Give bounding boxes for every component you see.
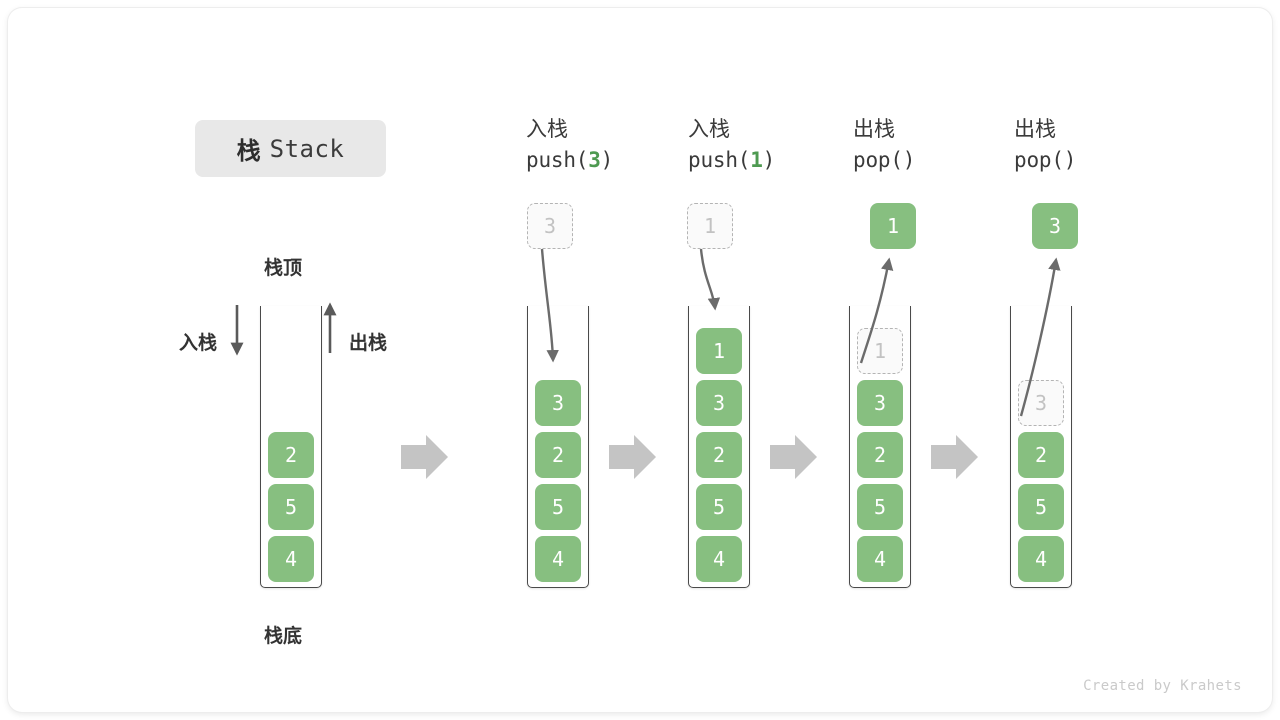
- stack-cell: 2: [696, 432, 742, 478]
- stack-cell: 4: [1018, 536, 1064, 582]
- stack-cell: 4: [535, 536, 581, 582]
- op-header-cn: 入栈: [526, 118, 568, 141]
- stack-cell: 2: [268, 432, 314, 478]
- stack-cell: 5: [268, 484, 314, 530]
- pop-side-label: 出栈: [349, 333, 388, 354]
- stack-cell: 5: [1018, 484, 1064, 530]
- push-side-label: 入栈: [179, 333, 218, 354]
- op-header-pop-1: 出栈 pop(): [853, 115, 915, 176]
- stack-container-initial: [260, 306, 322, 588]
- stack-cell: 2: [535, 432, 581, 478]
- op-header-code: push(1): [688, 145, 775, 175]
- op-code-post: ): [1063, 148, 1077, 173]
- flow-arrow: [401, 435, 448, 479]
- floating-ghost-cell: 1: [687, 203, 733, 249]
- stack-cell: 3: [696, 380, 742, 426]
- footer-credit: Created by Krahets: [1083, 678, 1242, 694]
- op-header-push-3: 入栈 push(3): [526, 115, 613, 176]
- flow-arrow: [770, 435, 817, 479]
- stack-ghost-cell: 1: [857, 328, 903, 374]
- stack-cell: 1: [696, 328, 742, 374]
- op-code-post: ): [762, 148, 776, 173]
- op-code-pre: pop(: [853, 148, 903, 173]
- stack-container-pop-1: [849, 306, 911, 588]
- op-header-push-1: 入栈 push(1): [688, 115, 775, 176]
- stack-cell: 5: [696, 484, 742, 530]
- popped-cell: 3: [1032, 203, 1078, 249]
- stack-cell: 4: [857, 536, 903, 582]
- op-header-code: pop(): [1014, 145, 1076, 175]
- op-code-pre: push(: [526, 148, 589, 173]
- stack-top-label: 栈顶: [264, 258, 303, 279]
- stack-bottom-label: 栈底: [264, 626, 303, 647]
- push-curve-arrow-1: [699, 248, 721, 311]
- op-code-pre: push(: [688, 148, 751, 173]
- op-header-cn: 入栈: [688, 118, 730, 141]
- arrows-overlay: [230, 248, 1061, 479]
- op-header-code: push(3): [526, 145, 613, 175]
- stack-cell: 3: [857, 380, 903, 426]
- op-code-post: ): [902, 148, 916, 173]
- stack-cell: 5: [857, 484, 903, 530]
- op-code-post: ): [600, 148, 614, 173]
- stack-cell: 5: [535, 484, 581, 530]
- stack-container-pop-3: [1010, 306, 1072, 588]
- stack-cell: 2: [857, 432, 903, 478]
- op-code-pre: pop(: [1014, 148, 1064, 173]
- flow-arrow: [931, 435, 978, 479]
- op-header-code: pop(): [853, 145, 915, 175]
- stack-cell: 2: [1018, 432, 1064, 478]
- op-code-arg: 1: [750, 148, 763, 173]
- flow-arrow: [609, 435, 656, 479]
- floating-ghost-cell: 3: [527, 203, 573, 249]
- stack-ghost-cell: 3: [1018, 380, 1064, 426]
- stack-container-push-3: [527, 306, 589, 588]
- popped-cell: 1: [870, 203, 916, 249]
- title-english: Stack: [269, 134, 345, 163]
- stack-container-push-1: [688, 306, 750, 588]
- diagram-title-chip: 栈 Stack: [195, 120, 386, 177]
- op-code-arg: 3: [588, 148, 601, 173]
- op-header-cn: 出栈: [853, 118, 895, 141]
- op-header-pop-3: 出栈 pop(): [1014, 115, 1076, 176]
- title-chinese: 栈: [236, 138, 261, 165]
- op-header-cn: 出栈: [1014, 118, 1056, 141]
- diagram-card: 栈 Stack 栈顶 栈底 入栈 出栈 2 5 4 入栈 push(3) 3 3…: [8, 8, 1272, 712]
- stack-cell: 4: [268, 536, 314, 582]
- stack-cell: 4: [696, 536, 742, 582]
- stack-cell: 3: [535, 380, 581, 426]
